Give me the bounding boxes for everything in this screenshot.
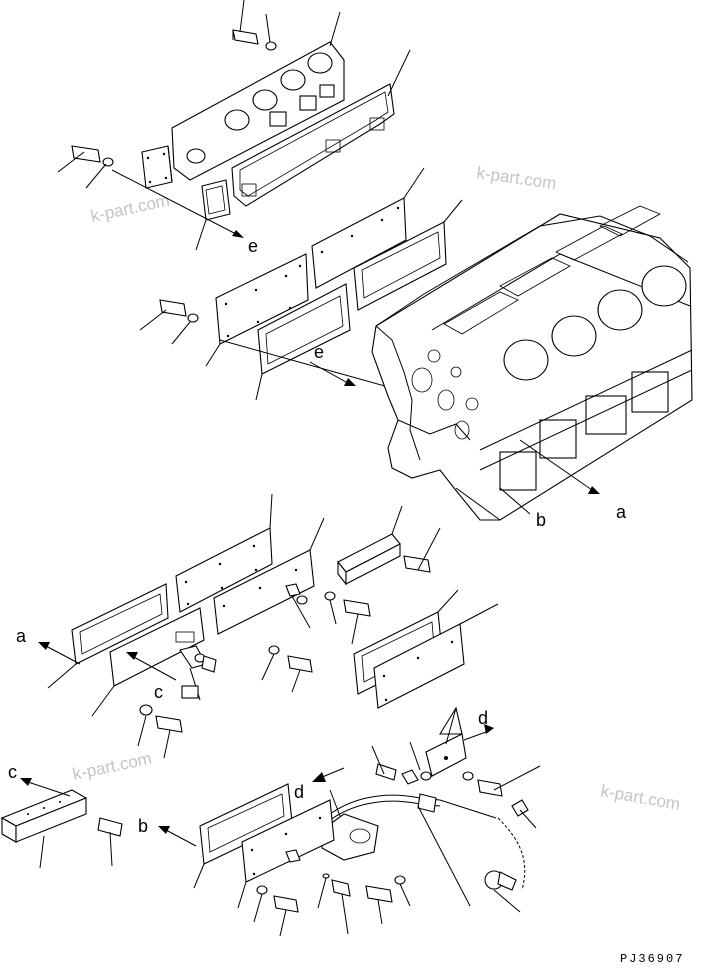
- lower-nut: [285, 849, 301, 863]
- middle-gasket-right: [353, 199, 463, 311]
- side-bolt-2: [287, 655, 313, 693]
- middle-bolt: [139, 299, 187, 331]
- bracket-bolt: [477, 765, 541, 797]
- watermark-text: k-part.com: [71, 749, 153, 784]
- side-washer-3: [324, 591, 337, 625]
- bracket-nut: [511, 799, 537, 829]
- right-cover-plate: [373, 603, 499, 709]
- side-nut-2: [296, 595, 308, 605]
- chain: [497, 817, 526, 891]
- callout-e-upper: e: [248, 236, 258, 256]
- left-bolt: [57, 145, 101, 173]
- callout-e-lower: e: [314, 342, 324, 362]
- side-washer-2: [261, 645, 280, 681]
- callout-d-lower: d: [294, 782, 304, 802]
- middle-gasket-left: [255, 283, 351, 401]
- small-gasket: [195, 179, 231, 251]
- stiffener-bolt-upper: [403, 527, 441, 573]
- tube-clamp: [321, 789, 379, 861]
- watermark-text: k-part.com: [89, 191, 171, 226]
- leader-to-d-lower: [312, 767, 345, 782]
- side-bolt-3: [343, 599, 371, 645]
- top-gasket: [231, 49, 411, 207]
- side-cover-plate-1: [175, 493, 273, 613]
- top-cover-plate: [171, 11, 345, 181]
- leader-sensor: [417, 805, 471, 907]
- side-bolt-1: [155, 715, 183, 759]
- callout-b-block: b: [536, 510, 546, 530]
- callout-a-block: a: [616, 502, 627, 522]
- leader-to-e-upper: [111, 169, 244, 238]
- lower-bolt-2: [331, 879, 351, 935]
- stud-washer: [409, 741, 432, 781]
- stud-bolt: [371, 745, 397, 781]
- stud-nut: [401, 769, 419, 785]
- engine-block: [371, 205, 693, 521]
- lower-cover-plate: [237, 799, 335, 909]
- lower-washer-2: [394, 875, 411, 907]
- callout-c-lower: c: [8, 762, 17, 782]
- label-plate: [181, 685, 199, 699]
- leader-to-c-upper: [126, 652, 177, 681]
- middle-cover-plate-left: [205, 253, 309, 367]
- leader-to-d-upper: [463, 724, 494, 741]
- small-cover-plate: [141, 145, 173, 189]
- lower-bolt-3: [365, 885, 393, 925]
- stiffener-bar-upper: [337, 505, 403, 586]
- side-cover-plate-3: [91, 607, 205, 717]
- bracket-washer: [462, 771, 474, 781]
- callout-d-upper: d: [478, 708, 488, 728]
- callout-b-lower: b: [138, 816, 148, 836]
- side-cover-plate-2: [213, 517, 325, 635]
- callout-a-left: a: [16, 626, 27, 646]
- leader-chain: [439, 799, 497, 819]
- middle-washer: [171, 313, 199, 345]
- callout-c-upper: c: [154, 682, 163, 702]
- sensor-fitting: [194, 653, 217, 673]
- leader-to-e-lower: [219, 339, 393, 389]
- leader-to-a-block: [519, 439, 600, 494]
- left-washer: [85, 157, 114, 189]
- mount-bracket: [425, 706, 467, 777]
- leader-to-a-left: [38, 642, 81, 665]
- temperature-sensor: [484, 870, 521, 913]
- lower-bolt-1: [273, 895, 299, 937]
- leader-to-b-lower: [158, 826, 197, 847]
- drawing-code: PJ36907: [620, 952, 684, 966]
- top-washer: [265, 13, 277, 51]
- watermark-text: k-part.com: [475, 163, 557, 193]
- stiffener-bolt-lower: [97, 817, 123, 867]
- side-gasket-1: [47, 583, 169, 689]
- side-nut-1: [285, 583, 311, 629]
- side-washer-1: [137, 704, 153, 747]
- top-bolt: [232, 0, 259, 45]
- watermark-text: k-part.com: [599, 781, 681, 814]
- middle-cover-plate-right: [311, 167, 425, 289]
- leader-to-c-lower: [20, 778, 71, 797]
- lower-pin: [317, 873, 330, 909]
- lower-washer-1: [253, 885, 268, 923]
- leader-to-b-block: [499, 487, 531, 515]
- stiffener-bar-lower: [0, 789, 88, 869]
